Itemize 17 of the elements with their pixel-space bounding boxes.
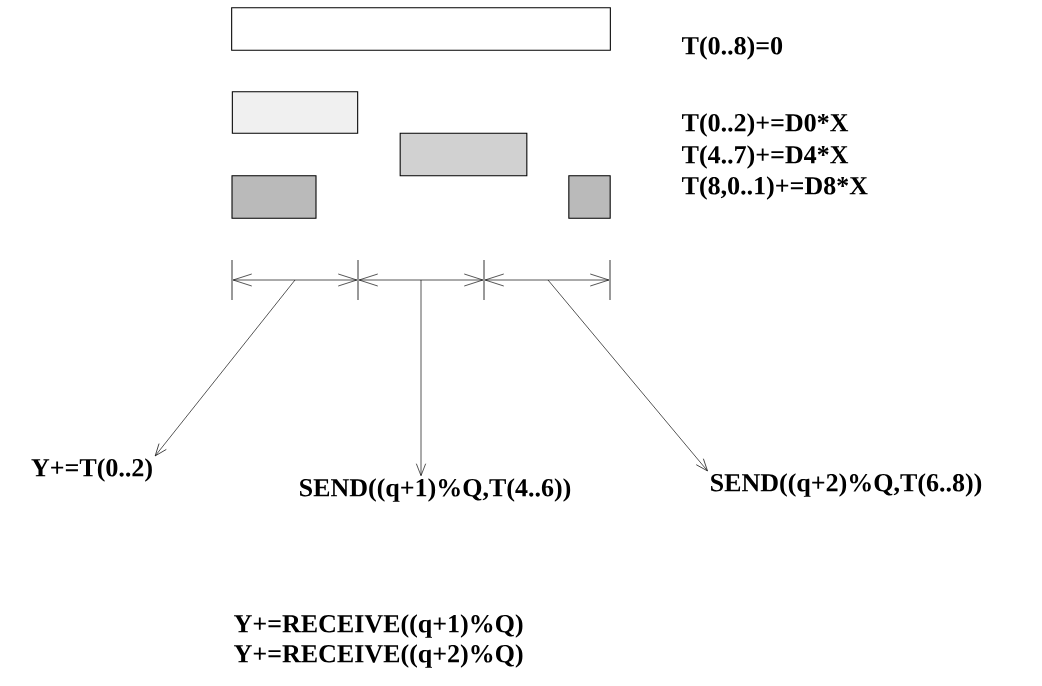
code-text: T(8,0..1)+=D8*X	[682, 176, 868, 200]
bar-box	[231, 175, 317, 219]
leader-arrow	[547, 279, 708, 472]
code-text: SEND((q+2)%Q,T(6..8))	[711, 473, 982, 497]
bar-box	[399, 132, 528, 177]
code-text: T(0..2)+=D0*X	[682, 113, 849, 137]
code-text: Y+=T(0..2)	[31, 458, 152, 482]
bar-box	[568, 175, 611, 219]
code-text: T(4..7)+=D4*X	[682, 145, 849, 169]
leader-arrow	[416, 279, 426, 477]
code-text: SEND((q+1)%Q,T(4..6))	[300, 478, 571, 502]
bar-box	[231, 91, 359, 134]
bar-box	[231, 7, 611, 51]
code-text: T(0..8)=0	[682, 36, 783, 60]
code-text: Y+=RECEIVE((q+2)%Q)	[234, 644, 523, 668]
code-text: Y+=RECEIVE((q+1)%Q)	[234, 614, 523, 638]
leader-arrow	[154, 279, 296, 457]
